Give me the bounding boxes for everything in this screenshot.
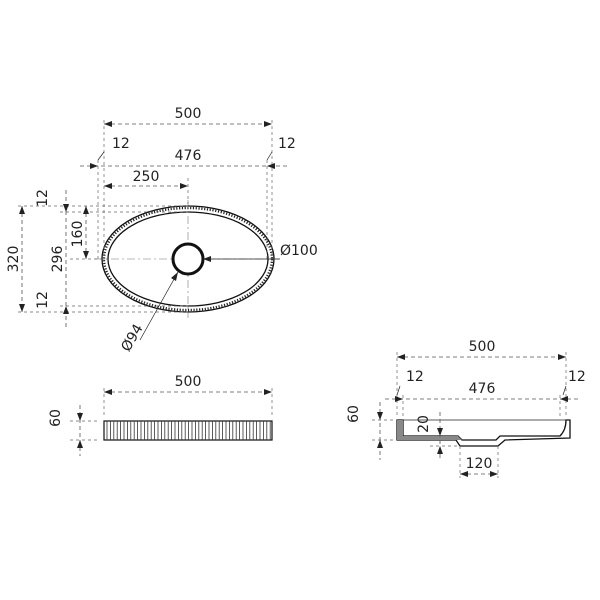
section-hatch [397,420,462,440]
dim-section-height: 60 [346,405,362,423]
dim-section-inner-width: 476 [469,381,496,397]
dim-rim-top: 12 [35,189,51,207]
dim-section-overall-width: 500 [469,339,496,355]
dim-section-wall-depth: 20 [416,415,432,433]
top-view: 500 476 12 12 250 320 296 12 12 160 [6,106,318,354]
dim-rim-left: 12 [112,136,130,152]
dim-front-height: 60 [48,409,64,427]
dim-section-rim-right: 12 [568,369,586,385]
dim-rim-right: 12 [278,136,296,152]
front-fluted-body [103,420,273,441]
dim-overall-depth: 320 [6,246,22,273]
dim-section-drain-width: 120 [466,456,493,472]
dim-rim-bottom: 12 [35,291,51,309]
dim-inner-depth: 296 [50,246,66,273]
dim-drain-inner: Ø94 [118,321,146,354]
dim-drain-outer: Ø100 [280,243,318,259]
dim-half-width: 250 [133,169,160,185]
drain-hole [171,242,205,276]
dim-section-rim-left: 12 [406,369,424,385]
dim-half-depth: 160 [70,221,86,248]
dim-inner-width: 476 [175,148,202,164]
front-view: 500 60 [48,374,273,456]
dim-overall-width: 500 [175,106,202,122]
dim-front-width: 500 [175,374,202,390]
section-view: 500 476 12 12 60 20 120 [346,339,586,478]
front-flutes [106,421,271,440]
